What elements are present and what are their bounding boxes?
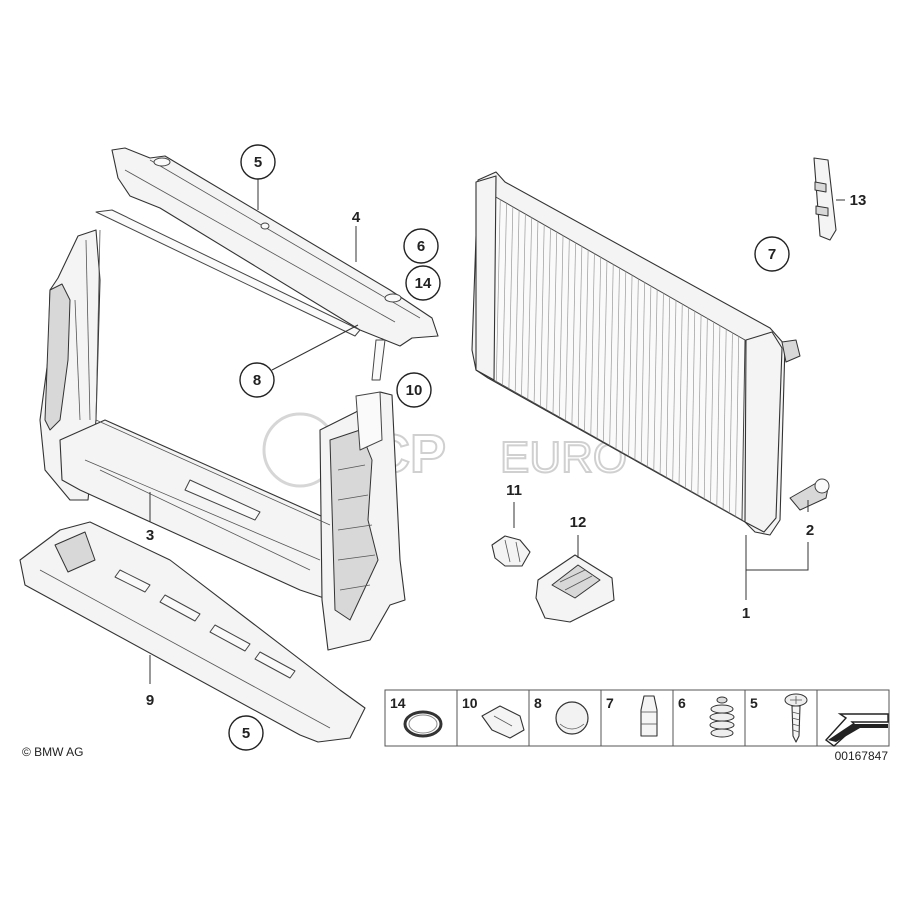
callout-3: 3 [146,527,154,544]
callout-8: 8 [239,362,275,398]
callout-10: 10 [396,372,432,408]
callouts: 5 4 6 14 8 10 3 9 5 11 12 1 2 7 [146,144,867,751]
radiator-frame [39,229,406,651]
damper-icon [709,696,735,738]
svg-text:5: 5 [254,154,262,171]
clip-11 [491,535,531,567]
legend-label-5: 5 [750,695,758,711]
svg-text:10: 10 [406,382,423,399]
copyright-notice: © BMW AG [22,745,84,759]
bracket-13 [813,157,837,241]
upper-cross-member [95,147,439,381]
diagram-code: 00167847 [835,749,889,763]
arrow-symbol-icon [824,713,889,747]
holder-12 [535,554,615,623]
callout-12: 12 [570,514,587,531]
legend-label-10: 10 [462,695,478,711]
callout-1: 1 [742,605,750,622]
callout-5-top: 5 [240,144,276,180]
callout-2: 2 [806,522,814,539]
screw-icon [784,693,808,743]
svg-text:14: 14 [415,275,432,292]
radiator-core-fins [495,199,740,517]
legend-label-6: 6 [678,695,686,711]
svg-text:8: 8 [253,372,261,389]
callout-11: 11 [506,482,522,499]
radiator [471,171,830,536]
callout-13: 13 [850,192,867,209]
svg-text:6: 6 [417,238,425,255]
legend-label-8: 8 [534,695,542,711]
callout-7: 7 [754,236,790,272]
o-ring-icon [403,710,443,738]
leader-lines [149,178,845,684]
callout-5-bottom: 5 [228,715,264,751]
clip-icon [481,705,525,739]
legend-label-7: 7 [606,695,614,711]
lower-air-duct [19,521,366,743]
callout-6: 6 [403,228,439,264]
plug-icon [555,701,589,735]
svg-text:7: 7 [768,246,776,263]
svg-text:5: 5 [242,725,250,742]
callout-4: 4 [352,209,361,226]
pin-icon [640,695,658,737]
legend-strip: 14 10 8 7 6 [384,689,890,763]
legend-label-14: 14 [390,695,406,711]
callout-14: 14 [405,265,441,301]
callout-9: 9 [146,692,154,709]
